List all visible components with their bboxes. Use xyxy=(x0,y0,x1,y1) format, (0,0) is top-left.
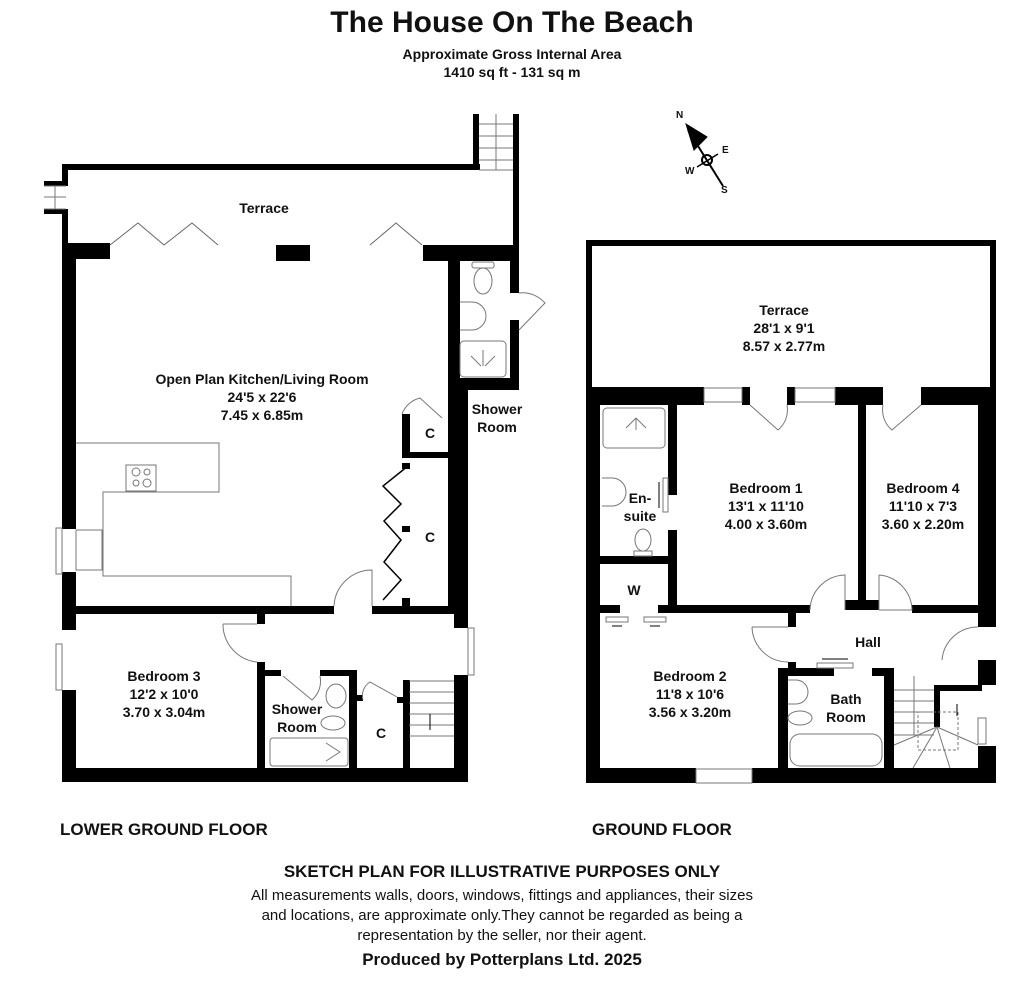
room-name: Bedroom 1 xyxy=(729,480,803,496)
producer-credit: Produced by Potterplans Ltd. 2025 xyxy=(362,950,642,969)
room-label-bath-room: Bath Room xyxy=(826,690,866,726)
compass-south-label: S xyxy=(721,185,728,196)
floor-label-ground: GROUND FLOOR xyxy=(592,820,732,839)
room-name: Terrace xyxy=(759,302,809,318)
room-name-line2: Room xyxy=(277,719,317,735)
room-dims-metric: 8.57 x 2.77m xyxy=(742,338,826,354)
room-name-line1: Bath xyxy=(830,691,862,707)
room-name: C xyxy=(424,529,436,545)
lower-ground-fixtures xyxy=(44,114,546,767)
room-name-line2: Room xyxy=(826,709,866,725)
plan-subtitle: Approximate Gross Internal Area xyxy=(402,46,622,62)
room-label-cupboard-2: C xyxy=(425,528,435,546)
room-dims-imperial: 12'2 x 10'0 xyxy=(129,686,199,702)
room-dims-metric: 3.56 x 3.20m xyxy=(648,704,732,720)
room-name: Open Plan Kitchen/Living Room xyxy=(155,371,369,387)
room-name-line1: En- xyxy=(628,490,652,506)
room-name: C xyxy=(375,725,387,741)
room-name-line1: Shower xyxy=(471,401,523,417)
plan-title: The House On The Beach xyxy=(330,6,694,39)
room-dims-imperial: 11'10 x 7'3 xyxy=(888,498,958,514)
disclaimer-line-2: and locations, are approximate only.They… xyxy=(261,907,743,924)
disclaimer-line-1: All measurements walls, doors, windows, … xyxy=(251,887,753,904)
room-name: W xyxy=(627,582,641,598)
room-label-shower-room-lower: Shower Room xyxy=(272,700,323,736)
room-label-bedroom-3: Bedroom 3 12'2 x 10'0 3.70 x 3.04m xyxy=(123,667,206,721)
room-label-g-terrace: Terrace 28'1 x 9'1 8.57 x 2.77m xyxy=(743,301,826,355)
ground-floor-fixtures xyxy=(602,387,987,784)
ground-floor-plan xyxy=(586,240,996,783)
compass-icon xyxy=(685,122,724,187)
room-label-bedroom-2: Bedroom 2 11'8 x 10'6 3.56 x 3.20m xyxy=(649,667,732,721)
room-name-line1: Shower xyxy=(271,701,323,717)
room-label-cupboard-1: C xyxy=(425,424,435,442)
room-dims-metric: 7.45 x 6.85m xyxy=(220,407,304,423)
gross-area: 1410 sq ft - 131 sq m xyxy=(443,64,581,80)
room-dims-imperial: 13'1 x 11'10 xyxy=(728,498,804,514)
room-name: Bedroom 2 xyxy=(653,668,727,684)
compass-west-label: W xyxy=(685,166,695,177)
room-dims-imperial: 11'8 x 10'6 xyxy=(655,686,725,702)
compass-north-label: N xyxy=(676,110,684,121)
room-name: C xyxy=(424,425,436,441)
room-dims-metric: 3.60 x 2.20m xyxy=(881,516,965,532)
room-label-wardrobe: W xyxy=(627,581,640,599)
room-dims-imperial: 24'5 x 22'6 xyxy=(227,389,297,405)
disclaimer-text: All measurements walls, doors, windows, … xyxy=(0,886,1014,946)
room-label-bedroom-1: Bedroom 1 13'1 x 11'10 4.00 x 3.60m xyxy=(725,479,808,533)
room-label-kitchen-living: Open Plan Kitchen/Living Room 24'5 x 22'… xyxy=(155,370,368,424)
kitchen-pillar xyxy=(276,245,310,261)
room-name: Bedroom 3 xyxy=(127,668,201,684)
room-name-line2: suite xyxy=(623,508,657,524)
room-label-lg-terrace: Terrace xyxy=(239,199,289,217)
compass-east-label: E xyxy=(722,145,729,156)
room-dims-metric: 3.70 x 3.04m xyxy=(122,704,206,720)
room-name: Hall xyxy=(855,634,881,650)
disclaimer-line-3: representation by the seller, nor their … xyxy=(357,927,647,944)
room-dims-imperial: 28'1 x 9'1 xyxy=(753,320,815,336)
room-name: Terrace xyxy=(239,200,289,216)
room-name-line2: Room xyxy=(477,419,517,435)
disclaimer-heading: SKETCH PLAN FOR ILLUSTRATIVE PURPOSES ON… xyxy=(283,862,721,881)
room-label-cupboard-3: C xyxy=(376,724,386,742)
room-label-bedroom-4: Bedroom 4 11'10 x 7'3 3.60 x 2.20m xyxy=(882,479,965,533)
room-name: Bedroom 4 xyxy=(886,480,960,496)
room-label-shower-room-upper: Shower Room xyxy=(472,400,523,436)
floor-label-lower-ground: LOWER GROUND FLOOR xyxy=(60,820,268,839)
room-label-hall: Hall xyxy=(855,633,881,651)
room-dims-metric: 4.00 x 3.60m xyxy=(724,516,808,532)
room-label-en-suite: En- suite xyxy=(624,489,657,525)
